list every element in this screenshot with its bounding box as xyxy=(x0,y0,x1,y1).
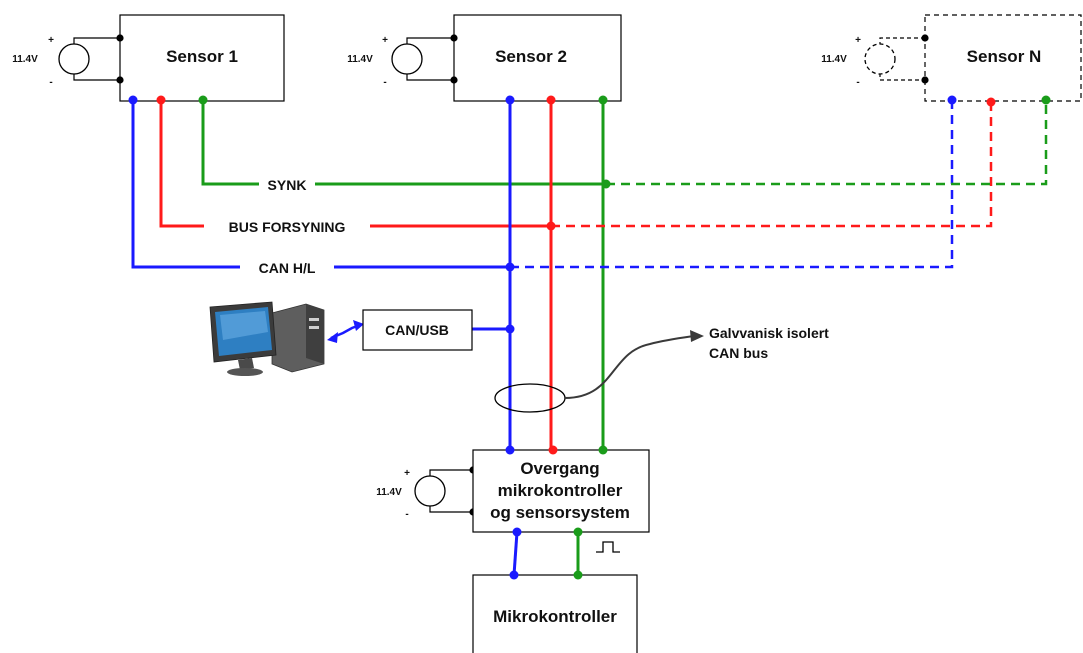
bridge-line2: mikrokontroller xyxy=(498,481,623,500)
callout-arrow xyxy=(564,335,695,399)
junction-dots xyxy=(128,95,1051,580)
mcu-can-wire xyxy=(512,531,519,576)
supply1-minus: - xyxy=(49,77,52,88)
supplyN-plus: + xyxy=(855,35,861,46)
bridge-box xyxy=(472,449,650,533)
can-label: CAN H/L xyxy=(240,258,334,277)
sensor1-can-wire xyxy=(131,100,510,269)
sensor1-power-wire xyxy=(159,100,551,228)
supply1-plus: + xyxy=(48,35,54,46)
can-usb-box xyxy=(362,309,473,351)
voltage-source-icon xyxy=(864,43,896,75)
sensor2-box xyxy=(453,14,622,102)
power-supply-4: + 11.4V - xyxy=(376,468,473,520)
bridge-line3: og sensorsystem xyxy=(490,503,630,522)
terminal-dots xyxy=(116,34,929,516)
supply1-voltage: 11.4V xyxy=(12,54,38,65)
sensorN-label: Sensor N xyxy=(967,47,1042,66)
supply4-voltage: 11.4V xyxy=(376,487,402,498)
can-usb-label: CAN/USB xyxy=(385,322,449,338)
sensor1-box xyxy=(119,14,285,102)
bridge-line1: Overgang xyxy=(520,459,599,478)
isolation-ellipse xyxy=(494,383,566,413)
sensor1-sync-wire xyxy=(201,100,606,186)
supplyN-minus: - xyxy=(856,77,859,88)
power-supply-n: + 11.4V - xyxy=(821,35,925,88)
voltage-source-icon xyxy=(414,475,446,507)
supplyN-voltage: 11.4V xyxy=(821,54,847,65)
supply2-plus: + xyxy=(382,35,388,46)
double-arrow-icon xyxy=(327,320,364,343)
callout-line1: Galvvanisk isolert xyxy=(709,325,829,341)
sensorN-box xyxy=(924,14,1082,102)
can-label-text: CAN H/L xyxy=(259,260,316,276)
mcu-box xyxy=(472,574,638,653)
voltage-source-icon xyxy=(58,43,90,75)
supply4-minus: - xyxy=(405,509,408,520)
sensorN-power-wire xyxy=(551,102,993,228)
power-label: BUS FORSYNING xyxy=(204,217,370,236)
supply4-plus: + xyxy=(404,468,410,479)
sensorN-can-wire xyxy=(510,100,954,269)
supply2-voltage: 11.4V xyxy=(347,54,373,65)
sync-label-text: SYNK xyxy=(268,177,307,193)
callout-line2: CAN bus xyxy=(709,345,768,361)
sensor2-label: Sensor 2 xyxy=(495,47,567,66)
computer-icon xyxy=(209,301,325,376)
supply2-minus: - xyxy=(383,77,386,88)
mcu-label: Mikrokontroller xyxy=(493,607,617,626)
sensorN-sync-wire xyxy=(606,100,1048,186)
arrow-head-icon xyxy=(690,330,704,342)
power-supply-1: + 11.4V - xyxy=(12,35,120,88)
power-label-text: BUS FORSYNING xyxy=(229,219,346,235)
sensor1-label: Sensor 1 xyxy=(166,47,238,66)
sync-label: SYNK xyxy=(259,175,315,194)
voltage-source-icon xyxy=(391,43,423,75)
power-supply-2: + 11.4V - xyxy=(347,35,454,88)
square-pulse-icon xyxy=(596,541,620,553)
